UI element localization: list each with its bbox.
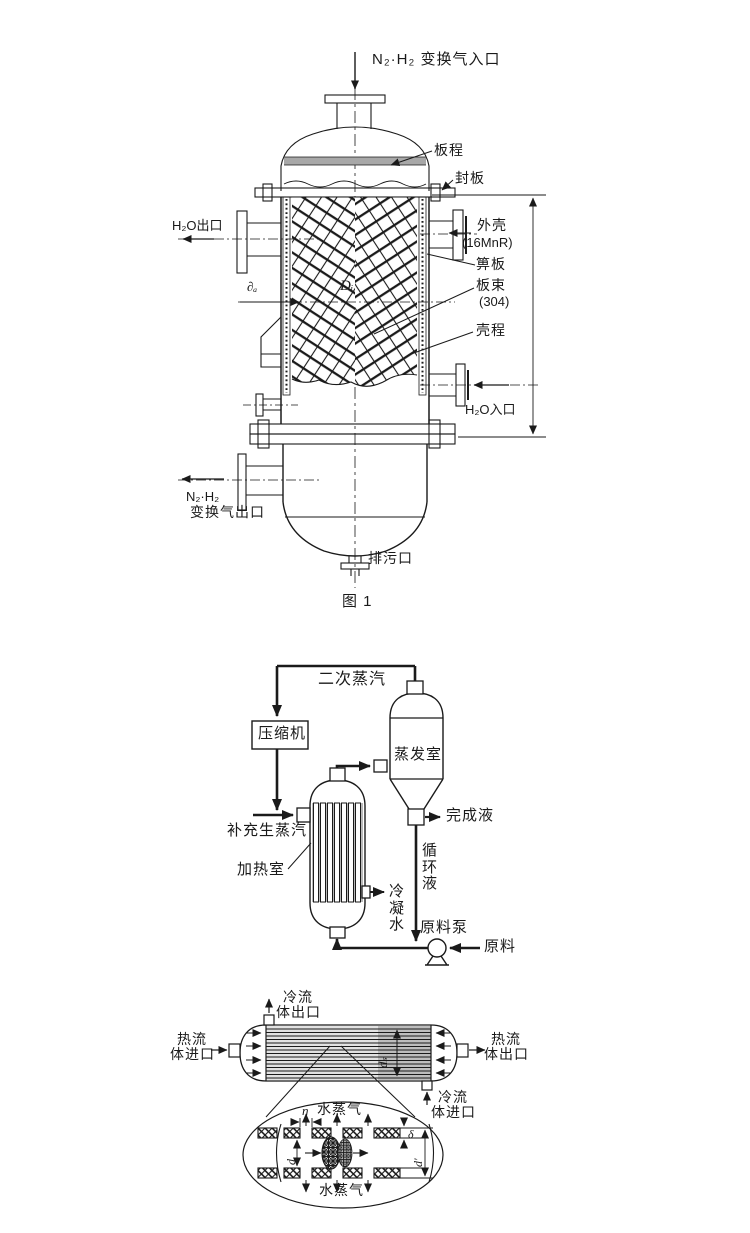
shell-walls xyxy=(280,197,430,424)
heater-tubes xyxy=(313,802,361,903)
label-hot-inlet-2: 体进口 xyxy=(170,1046,215,1062)
label-inner-diameter: d xyxy=(284,1159,298,1165)
gas-outlet-nozzle xyxy=(178,453,320,511)
label-makeup-steam: 补充生蒸汽 xyxy=(227,822,308,839)
label-gas-outlet-1: N₂·H₂ xyxy=(186,489,220,504)
label-cold-outlet-1: 冷流 xyxy=(283,989,313,1005)
liquid-wave-line xyxy=(283,180,427,188)
label-outer-diameter: d′ xyxy=(411,1158,425,1167)
label-plate-bundle: 板束 xyxy=(476,277,506,293)
label-finished-liquid: 完成液 xyxy=(446,807,495,824)
bottom-head xyxy=(282,444,428,557)
label-grate-plate: 箅板 xyxy=(476,256,506,272)
h2o-inlet-nozzle xyxy=(420,363,540,407)
label-slot-width: η xyxy=(302,1103,309,1118)
figure1-caption: 图 1 xyxy=(342,593,373,610)
label-water-outlet: H₂O出口 xyxy=(172,218,223,233)
flow-lines xyxy=(253,664,480,953)
label-dim-diameter: Dᵢ xyxy=(340,278,354,294)
label-feed-pump: 原料泵 xyxy=(420,919,469,936)
plate-bundle-chevrons xyxy=(292,197,417,387)
figure3-drawing xyxy=(211,998,486,1209)
hot-outlet-nozzle xyxy=(456,1043,486,1058)
label-plate-bundle-material: (304) xyxy=(479,294,510,309)
label-outer-shell-material: (16MnR) xyxy=(462,235,513,250)
height-dimension xyxy=(432,194,546,438)
label-feed: 原料 xyxy=(484,938,517,955)
label-evaporation-chamber: 蒸发室 xyxy=(394,746,443,763)
label-compressor: 压缩机 xyxy=(258,725,307,742)
label-steam-top: 水蒸气 xyxy=(317,1101,362,1117)
h2o-outlet-nozzle xyxy=(178,210,320,274)
label-condensate: 冷凝水 xyxy=(388,883,404,933)
grate-strips xyxy=(282,196,427,396)
cold-inlet-nozzle xyxy=(421,1080,433,1105)
endcap-arrows xyxy=(246,1029,451,1077)
figure1-drawing xyxy=(178,52,546,588)
label-heating-chamber: 加热室 xyxy=(237,861,286,878)
tube-detail xyxy=(257,1113,435,1193)
heater-vessel xyxy=(287,767,371,939)
drain-nozzle xyxy=(340,556,370,576)
cold-outlet-nozzle xyxy=(263,998,275,1026)
d-dimension xyxy=(293,1129,429,1177)
label-cold-outlet-2: 体出口 xyxy=(276,1004,321,1020)
label-plate-side: 板程 xyxy=(434,142,464,158)
label-circulating-liquid: 循环液 xyxy=(421,842,437,892)
label-drain: 排污口 xyxy=(368,550,413,566)
label-secondary-vapor: 二次蒸汽 xyxy=(318,671,387,688)
shell-side-nozzle-upper xyxy=(420,209,477,261)
bottom-flange xyxy=(249,419,456,449)
figure2-drawing xyxy=(251,664,480,966)
label-hot-outlet-1: 热流 xyxy=(491,1031,521,1047)
eta-dimension xyxy=(290,1118,322,1127)
plate-side-band xyxy=(284,157,426,165)
label-gas-outlet-2: 变换气出口 xyxy=(190,504,265,520)
projection-lines xyxy=(265,1045,416,1118)
label-wall-thickness: δ xyxy=(408,1127,414,1141)
label-dim-thickness: ∂ₐ xyxy=(247,279,258,294)
label-cold-inlet-1: 冷流 xyxy=(438,1089,468,1105)
ds-band-shading xyxy=(378,1026,431,1080)
label-shell-side: 壳程 xyxy=(476,322,506,338)
label-hot-outlet-2: 体出口 xyxy=(484,1046,529,1062)
label-outer-shell: 外壳 xyxy=(477,217,507,233)
label-hot-inlet-1: 热流 xyxy=(177,1031,207,1047)
evaporator-vessel xyxy=(373,680,444,826)
small-left-nozzle xyxy=(243,393,298,417)
bundle-bottom-edge xyxy=(291,373,418,387)
label-seal-plate: 封板 xyxy=(455,170,485,186)
support-bracket xyxy=(260,316,282,368)
label-steam-bottom: 水蒸气 xyxy=(319,1182,364,1198)
label-gas-inlet: N₂·H₂ 变换气入口 xyxy=(372,51,501,68)
label-water-inlet: H₂O入口 xyxy=(465,402,516,417)
compressor-box xyxy=(251,720,309,750)
top-dome xyxy=(280,126,430,191)
label-shell-diameter: dₛ xyxy=(375,1057,390,1068)
hot-inlet-nozzle xyxy=(211,1043,241,1058)
leader-lines xyxy=(373,150,476,355)
label-cold-inlet-2: 体进口 xyxy=(431,1104,476,1120)
top-nozzle xyxy=(324,94,386,129)
steam-arrows xyxy=(302,1113,372,1193)
pump-icon xyxy=(425,938,449,966)
